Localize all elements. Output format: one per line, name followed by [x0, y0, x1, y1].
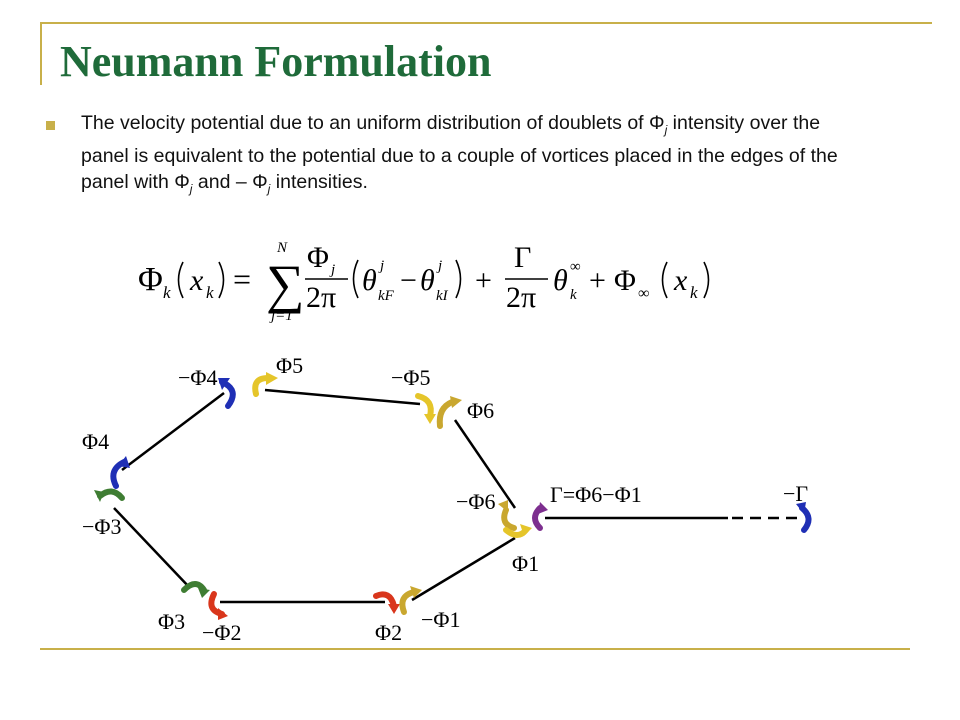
vortex-phi4-head	[118, 456, 130, 468]
label-phi2: Φ2	[375, 620, 402, 645]
vortex-minus-phi4-head	[218, 378, 230, 390]
label-gamma-equation: Γ=Φ6−Φ1	[550, 482, 642, 507]
vortex-gamma	[532, 505, 543, 531]
frame-line-vertical	[40, 22, 42, 85]
eq-gamma: Γ	[514, 241, 531, 274]
label-minus-gamma: −Γ	[783, 481, 808, 506]
bullet-text-part4: intensities.	[270, 170, 368, 193]
eq-theta1-sub: kF	[378, 288, 395, 304]
equation: Φ k x k = N ∑ j=1 Φ j 2π θ j kF − θ j kI…	[138, 240, 710, 324]
vortex-minus-phi3-head	[94, 490, 104, 502]
vortex-phi3-head	[198, 588, 210, 598]
label-minus-phi1: −Φ1	[421, 607, 461, 632]
eq-x2: x	[673, 264, 688, 297]
vortex-phi5-head	[266, 372, 278, 385]
eq-sigma: ∑	[266, 254, 305, 314]
eq-phi-inf: Φ	[614, 264, 636, 297]
label-phi6: Φ6	[467, 398, 494, 423]
eq-lhs-phi: Φ	[138, 261, 163, 298]
bullet-text-sub2: j	[189, 181, 193, 196]
eq-paren-open-1	[177, 261, 184, 299]
eq-sum-lower: j=1	[269, 308, 293, 324]
bullet-text-sub1: j	[664, 122, 668, 137]
frame-line-bottom	[40, 648, 910, 650]
vortex-minus-phi2-head	[218, 608, 228, 620]
eq-theta3-sup: ∞	[570, 259, 581, 275]
frame-line-top	[40, 22, 932, 24]
vortex-minus-phi1	[399, 589, 417, 615]
eq-sum-upper: N	[276, 240, 288, 256]
eq-plus-2: +	[589, 264, 606, 297]
eq-num1-phi: Φ	[307, 241, 329, 274]
label-phi3: Φ3	[158, 609, 185, 634]
eq-theta3: θ	[553, 264, 568, 297]
vortex-minus-phi6-head	[498, 500, 508, 512]
label-minus-phi6: −Φ6	[456, 489, 496, 514]
label-minus-phi5: −Φ5	[391, 365, 431, 390]
bullet-text-part1: The velocity potential due to an uniform…	[81, 112, 665, 134]
eq-theta3-sub: k	[570, 287, 577, 303]
panel-edge-4	[121, 392, 225, 471]
eq-theta2-sup: j	[436, 258, 442, 274]
eq-den2: 2π	[506, 281, 536, 314]
slide-title: Neumann Formulation	[60, 37, 492, 86]
bullet-text: The velocity potential due to an uniform…	[81, 110, 841, 202]
eq-equals: =	[233, 261, 251, 297]
eq-paren-close-2	[455, 259, 462, 299]
vortex-minus-phi5	[415, 393, 434, 419]
vortex-phi2-head	[388, 604, 400, 614]
eq-den1: 2π	[306, 281, 336, 314]
vortex-phi2	[373, 591, 397, 609]
vortex-minus-phi6	[501, 507, 517, 531]
eq-paren-close-3	[703, 261, 710, 299]
eq-theta1-sup: j	[378, 258, 384, 274]
vortex-phi1-head	[520, 524, 532, 536]
eq-paren-open-3	[661, 261, 668, 299]
panel-edges	[113, 388, 800, 604]
bullet-text-part2: intensity over the panel is equivalent t…	[81, 112, 838, 193]
vortex-minus-gamma-head	[796, 502, 806, 514]
label-phi5: Φ5	[276, 353, 303, 378]
bullet-marker	[46, 121, 55, 130]
panel-edge-3	[113, 507, 191, 589]
label-phi4: Φ4	[82, 429, 109, 454]
label-minus-phi4: −Φ4	[178, 365, 218, 390]
vortex-minus-phi1-head	[410, 586, 422, 598]
label-phi1: Φ1	[512, 551, 539, 576]
diagram-labels: −Φ4 Φ5 −Φ5 Φ6 Φ4 −Φ3 −Φ6 Γ=Φ6−Φ1 −Γ Φ1 Φ…	[82, 353, 808, 645]
eq-plus-1: +	[475, 264, 492, 297]
eq-theta2-sub: kI	[436, 288, 449, 304]
label-minus-phi2: −Φ2	[202, 620, 242, 645]
bullet-text-part3: and – Φ	[192, 170, 268, 193]
eq-phi-inf-sub: ∞	[638, 285, 649, 302]
panel-edge-1	[411, 536, 516, 602]
eq-paren-close-1	[218, 261, 225, 299]
label-minus-phi3: −Φ3	[82, 514, 122, 539]
eq-minus: −	[400, 264, 417, 297]
bullet-text-sub3: j	[267, 181, 271, 196]
eq-paren-open-2	[352, 259, 359, 299]
eq-x: x	[189, 264, 204, 297]
vortex-phi6	[436, 399, 455, 429]
vortex-gamma-head	[538, 502, 548, 514]
eq-num1-sub: j	[329, 262, 335, 278]
eq-x-sub: k	[206, 283, 214, 302]
eq-lhs-sub: k	[163, 283, 171, 302]
vortex-minus-phi5-head	[424, 414, 436, 424]
eq-theta2: θ	[420, 264, 435, 297]
eq-theta1: θ	[362, 264, 377, 297]
eq-x2-sub: k	[690, 283, 698, 302]
vortex-phi6-head	[450, 396, 462, 408]
vortex-phi5	[252, 375, 271, 397]
panel-edge-5	[264, 388, 421, 406]
panel-edge-6	[453, 419, 517, 509]
vortex-phi3	[181, 581, 207, 593]
